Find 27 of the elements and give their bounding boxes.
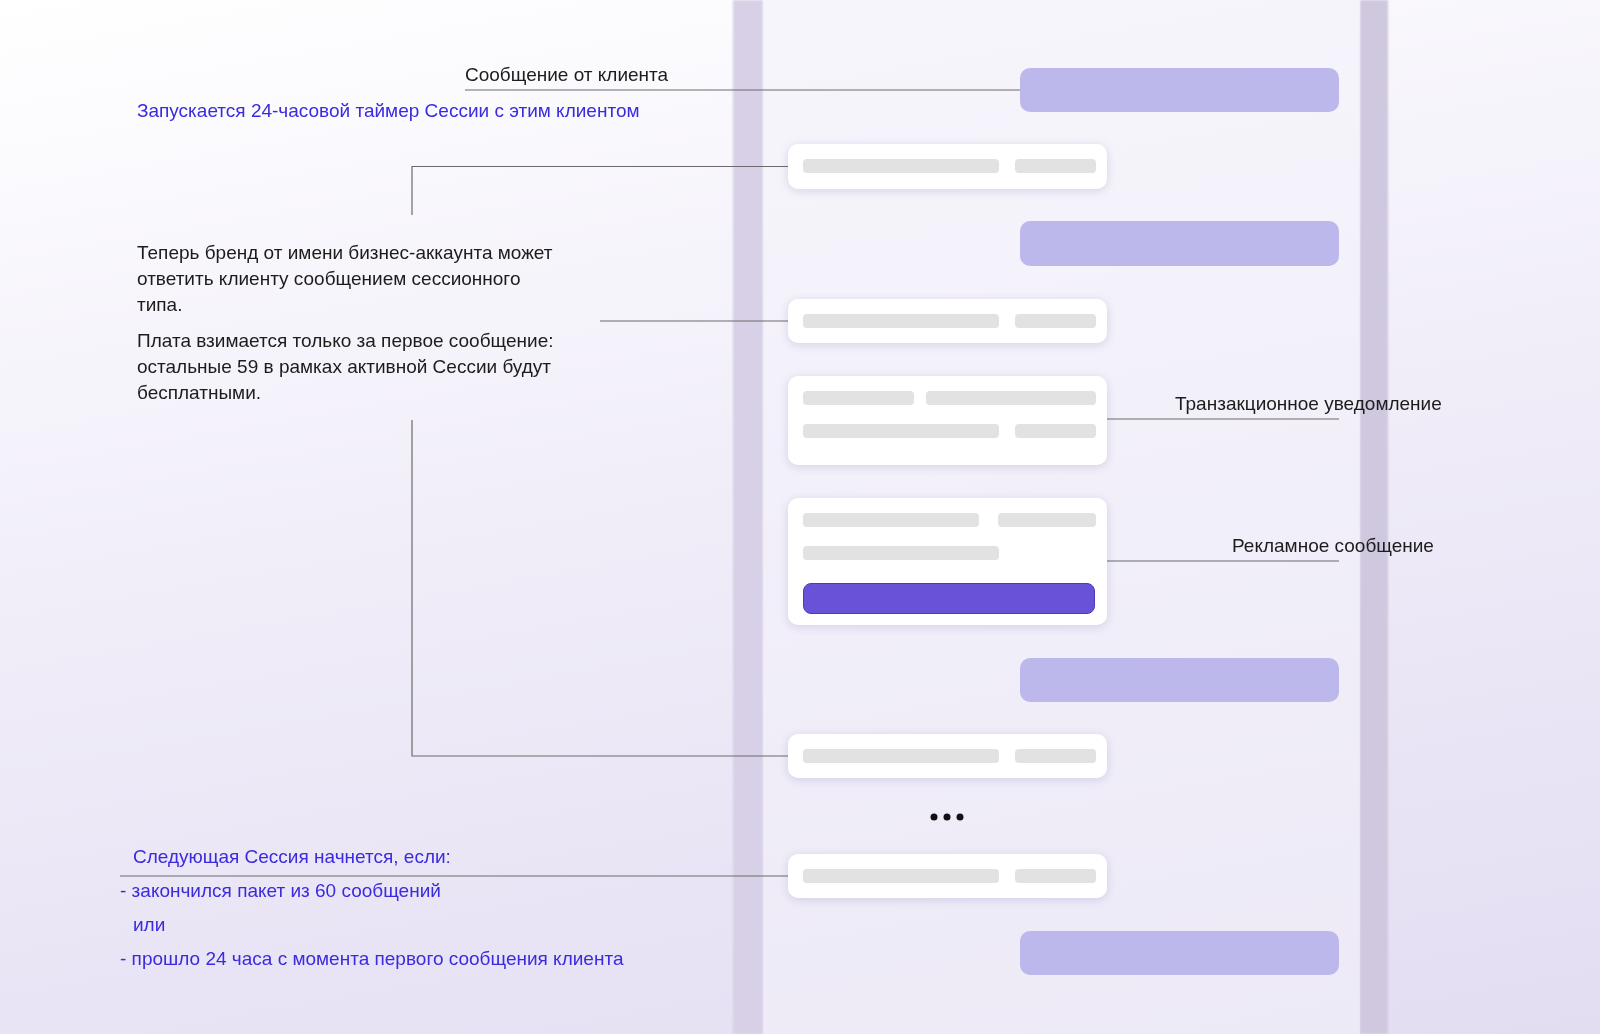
condition-item: - закончился пакет из 60 сообщений — [120, 879, 441, 903]
client-message-bubble — [1020, 68, 1339, 112]
callout-text: Сообщение от клиента — [465, 62, 669, 90]
reply-message-card — [788, 734, 1107, 778]
leader-line — [411, 419, 789, 757]
leader-line — [411, 165, 789, 216]
callout-text: Транзакционное уведомление — [1175, 391, 1442, 419]
callout-text: Рекламное сообщение — [1232, 533, 1434, 561]
client-message-bubble — [1020, 221, 1339, 266]
reply-message-card — [788, 376, 1107, 465]
client-message-bubble — [1020, 931, 1339, 975]
annotation-paragraph: Плата взимается только за первое сообщение: остальные 59 в рамках активной Сессии будут бесплатными. — [137, 329, 555, 405]
leader-line — [464, 89, 1021, 91]
condition-item: - прошло 24 часа с момента первого сообщения клиента — [120, 947, 624, 971]
condition-item: или — [133, 913, 166, 937]
reply-message-card — [788, 144, 1107, 189]
timer-note: Запускается 24-часовой таймер Сессии с этим клиентом — [137, 99, 640, 123]
leader-line — [119, 875, 789, 877]
reply-message-card — [788, 498, 1107, 625]
reply-message-card — [788, 854, 1107, 898]
annotation-paragraph: Теперь бренд от имени бизнес-аккаунта может ответить клиенту сообщением сессионного типа. — [137, 241, 554, 317]
client-message-bubble — [1020, 658, 1339, 702]
condition-heading: Следующая Сессия начнется, если: — [133, 845, 451, 869]
leader-line — [1106, 418, 1340, 420]
leader-line — [599, 320, 789, 322]
reply-message-card — [788, 299, 1107, 343]
leader-line — [1106, 560, 1340, 562]
